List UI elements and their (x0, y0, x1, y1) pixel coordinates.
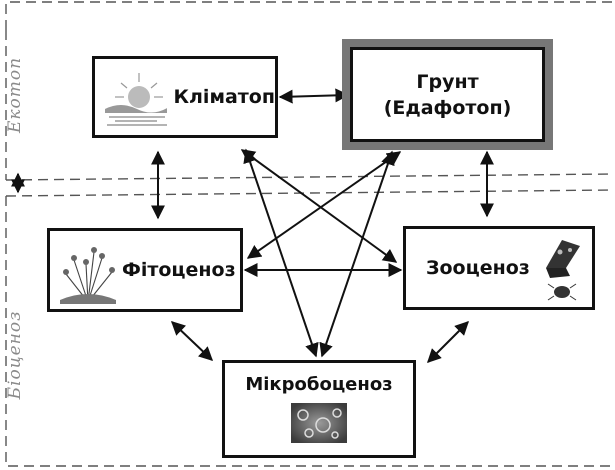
arrow-soil-microbocenosis (319, 150, 395, 358)
zoocenosis-box: Зооценоз (403, 226, 595, 310)
arrow-soil-phytocenosis (246, 151, 402, 259)
ecotope-label: Екотоп (5, 56, 25, 133)
region-divider-lower (5, 189, 613, 197)
sun-landscape-icon (105, 73, 168, 126)
microbocenosis-box: Мікробоценоз (222, 360, 416, 458)
butterfly-beetle-icon (545, 240, 580, 301)
soil-label-line2: (Едафотоп) (383, 96, 512, 119)
soil-box-shadow (342, 39, 553, 150)
ecotope-region-border (5, 1, 612, 30)
microbes-icon (291, 402, 347, 443)
arrow-phytocenosis-microbocenosis (170, 321, 214, 361)
plant-icon (60, 247, 116, 304)
soil-label-line1: Грунт (416, 70, 479, 93)
region-divider-upper (5, 173, 613, 181)
phytocenosis-box: Фітоценоз (47, 228, 243, 312)
connection-arrows (151, 88, 494, 363)
biocenosis-region-border (5, 196, 612, 467)
climatope-box: Кліматоп (92, 56, 278, 138)
phytocenosis-label: Фітоценоз (122, 259, 236, 281)
microbocenosis-label: Мікробоценоз (245, 373, 393, 395)
zoocenosis-label: Зооценоз (426, 257, 530, 279)
biocenosis-label: Біоценоз (5, 310, 25, 400)
climatope-label: Кліматоп (173, 86, 275, 108)
arrow-climatope-soil (278, 88, 350, 104)
soil-box: Грунт (Едафотоп) (350, 47, 545, 142)
arrow-zoocenosis-microbocenosis (427, 321, 469, 363)
